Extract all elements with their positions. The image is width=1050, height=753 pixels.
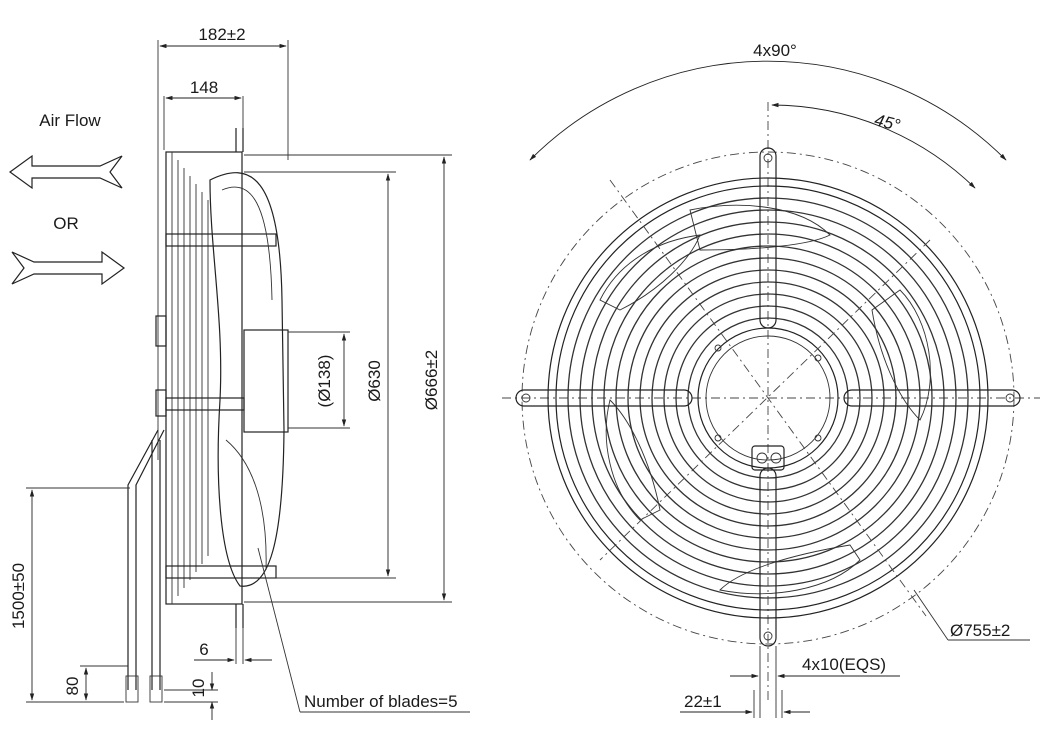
airflow-left-arrow-icon bbox=[8, 154, 123, 190]
airflow-label: Air Flow bbox=[39, 111, 101, 130]
dim-blade-diameter: Ø630 bbox=[365, 360, 384, 402]
dim-overall-depth: 182±2 bbox=[198, 25, 245, 44]
dim-foot: 22±1 bbox=[684, 692, 722, 711]
dim-10: 10 bbox=[189, 679, 208, 698]
dim-hub-diameter: (Ø138) bbox=[315, 355, 334, 408]
dim-guard-diameter: Ø666±2 bbox=[422, 350, 441, 410]
angle-total-label: 4x90° bbox=[753, 41, 797, 60]
side-view bbox=[26, 40, 470, 720]
dim-mount-circle: Ø755±2 bbox=[950, 621, 1010, 640]
airflow-or-label: OR bbox=[53, 214, 79, 233]
angle-45-label: 45° bbox=[873, 110, 903, 135]
dim-cable-length: 1500±50 bbox=[9, 563, 28, 629]
dim-6: 6 bbox=[199, 640, 208, 659]
dim-holes: 4x10(EQS) bbox=[802, 655, 886, 674]
blades-note: Number of blades=5 bbox=[304, 692, 458, 711]
dim-80: 80 bbox=[63, 677, 82, 696]
front-view bbox=[502, 60, 1040, 718]
dim-depth: 148 bbox=[190, 78, 218, 97]
airflow-right-arrow-icon bbox=[11, 250, 126, 286]
